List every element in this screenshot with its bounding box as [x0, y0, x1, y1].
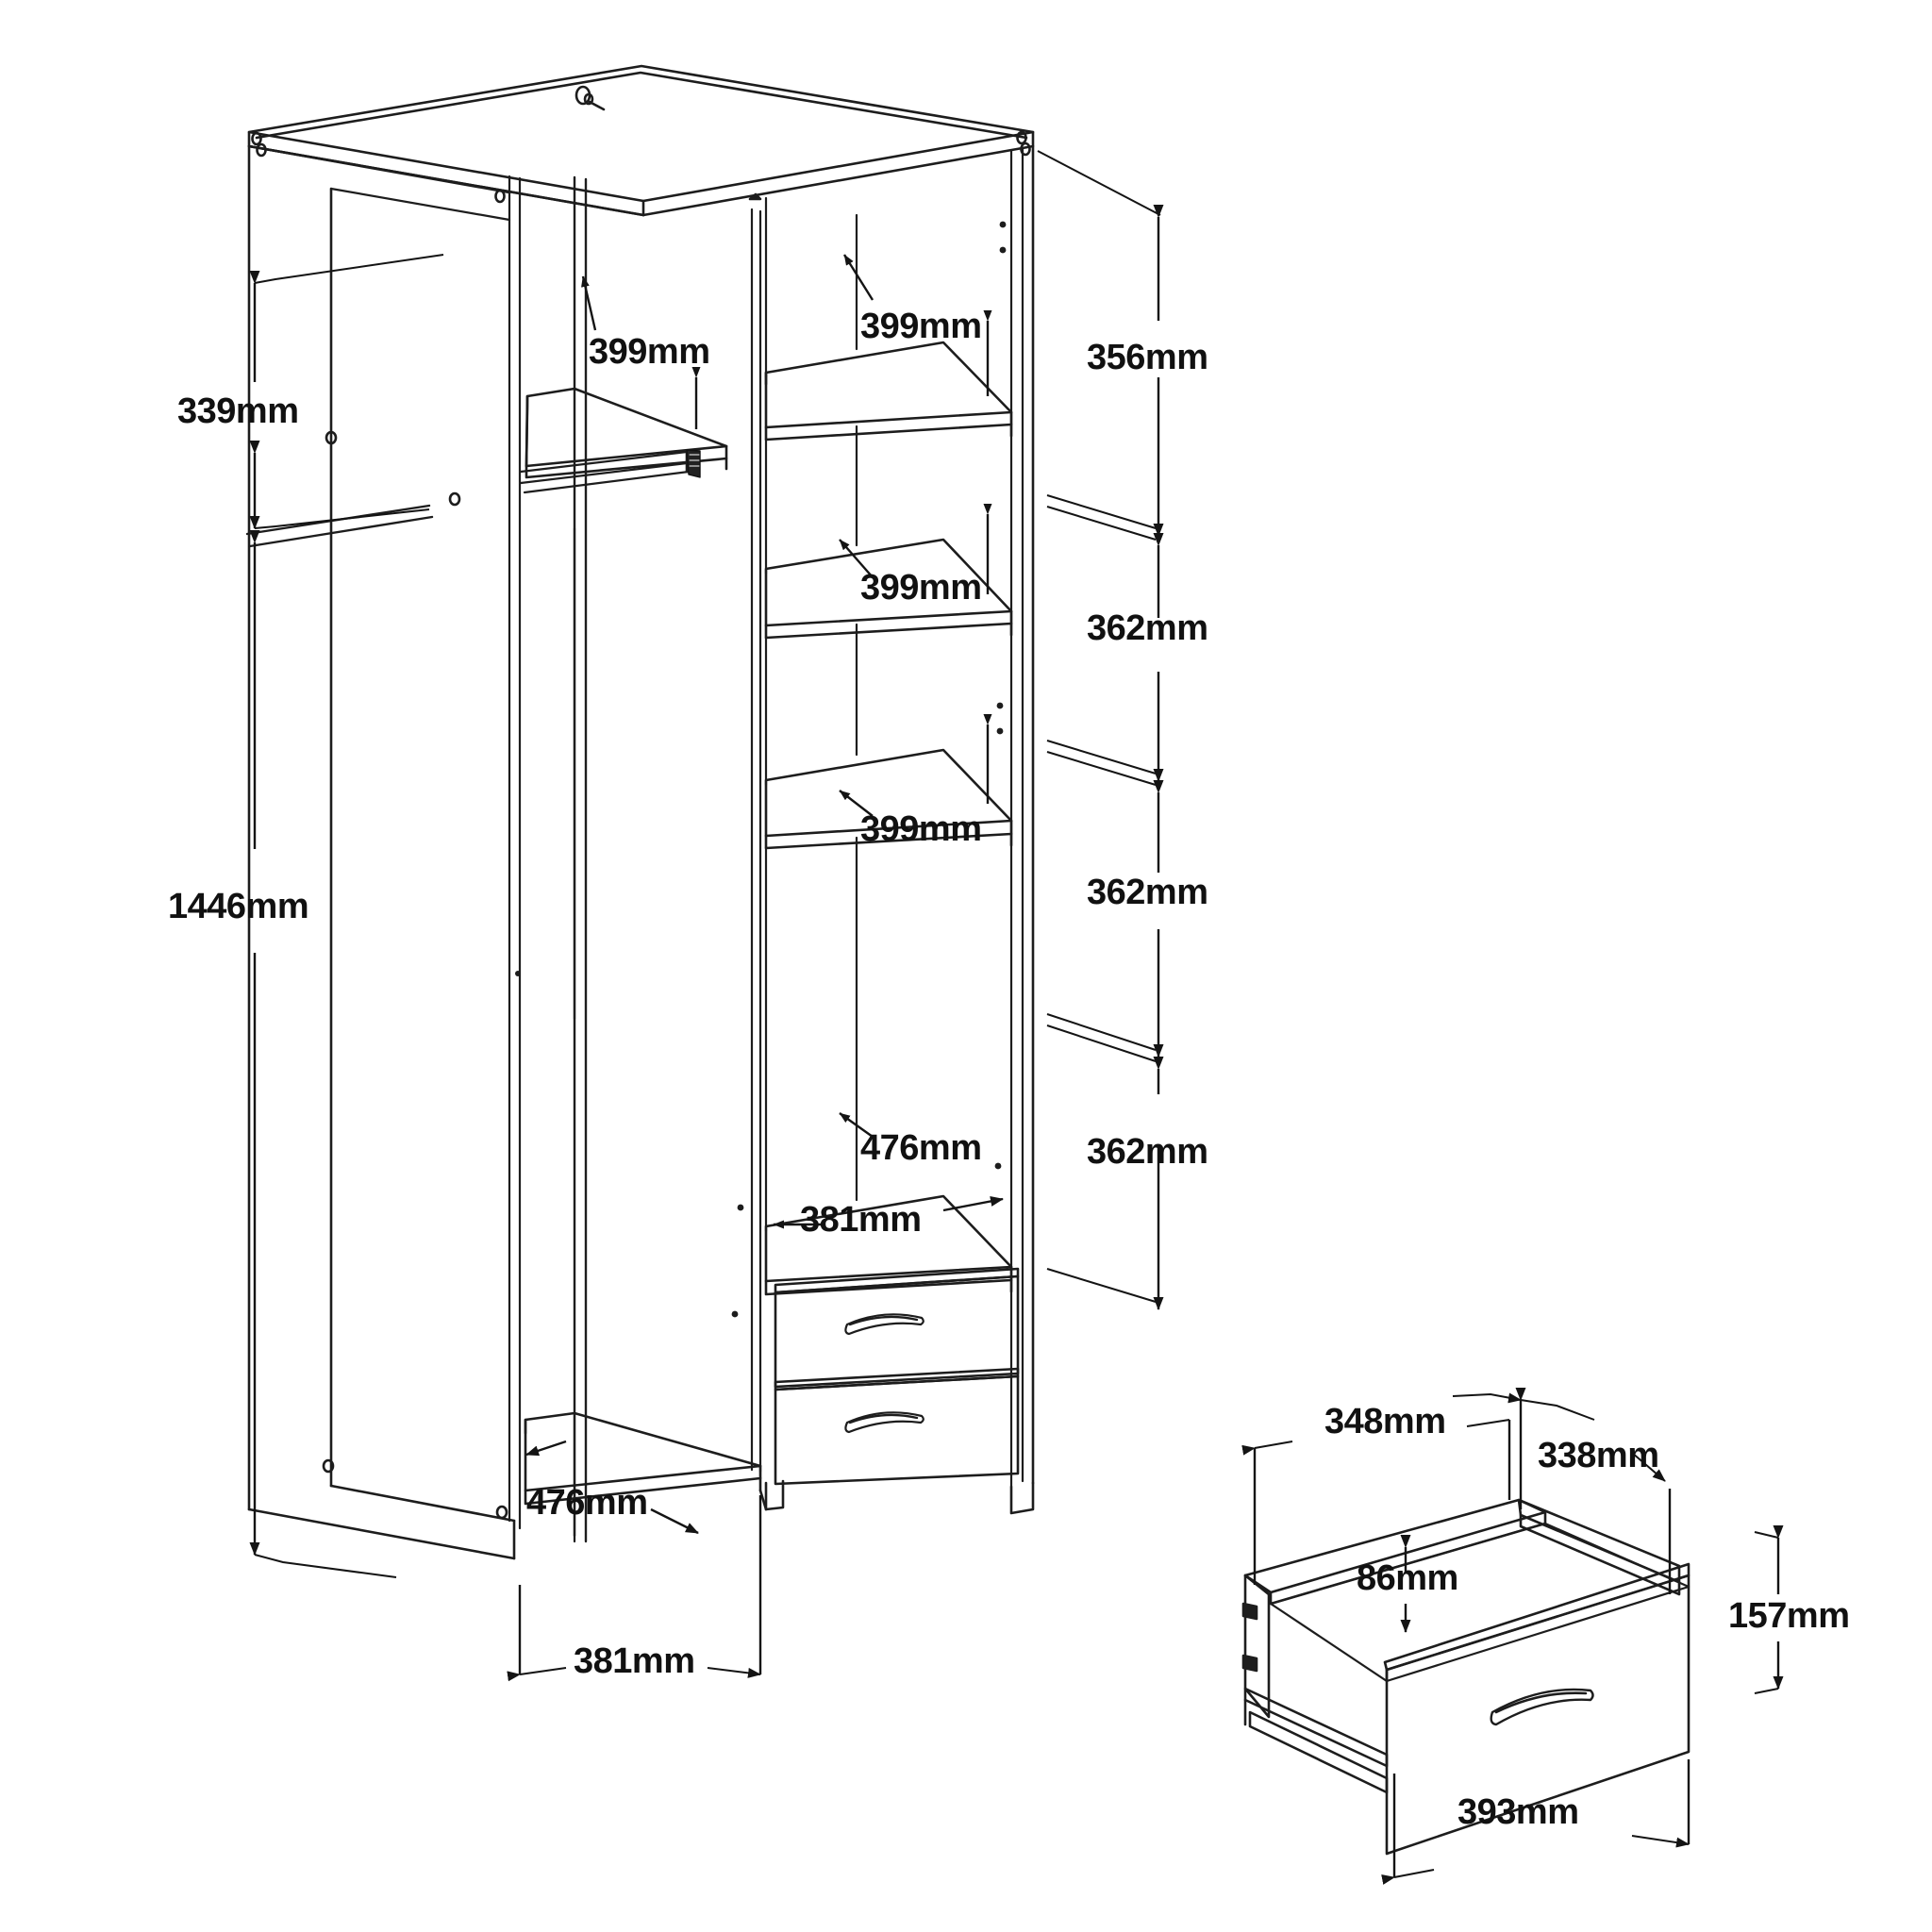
drawer-bottom [1269, 1522, 1690, 1683]
shelf-pin-hole [996, 727, 1004, 735]
plinth [758, 1479, 785, 1511]
dowel-hole [325, 430, 338, 445]
dim-label-362-1: 362mm [1087, 608, 1208, 648]
dimension-lines-drawer [1241, 1388, 1784, 1885]
dim-399-left [581, 275, 701, 429]
dim-label-339: 339mm [177, 391, 299, 431]
dim-label-86: 86mm [1357, 1558, 1458, 1598]
dowel-hole [322, 1458, 335, 1474]
dim-381-bottom [507, 1495, 762, 1682]
center-divider-panel [515, 175, 762, 1543]
drawer-detail-handle [1490, 1688, 1594, 1726]
dim-label-399-right-2: 399mm [860, 568, 982, 608]
dim-label-399-right-3: 399mm [860, 809, 982, 849]
dim-label-157: 157mm [1728, 1596, 1850, 1636]
dim-label-399-right-1: 399mm [860, 307, 982, 346]
dim-399-right-3 [839, 714, 992, 817]
drawer-back-left-post [1243, 1574, 1271, 1719]
right-shelf-3 [764, 748, 1013, 850]
right-shelf-1 [764, 341, 1013, 441]
wardrobe-geometry [245, 64, 1035, 1560]
top-panel [247, 64, 1035, 217]
dim-label-1446: 1446mm [168, 887, 309, 926]
drawer-front-top-edge [1383, 1562, 1690, 1672]
dowel-hole [495, 1505, 508, 1520]
drawer-detail-geometry [1241, 1498, 1690, 1856]
dim-476-right [839, 1112, 1004, 1212]
dim-label-476-right: 476mm [860, 1128, 982, 1168]
dim-label-393: 393mm [1457, 1792, 1579, 1832]
hanging-rail [519, 449, 701, 494]
shelf-pin-hole [999, 221, 1007, 228]
left-side-panel [247, 144, 522, 1560]
dim-label-381-bottom: 381mm [574, 1641, 695, 1681]
dimension-lines-wardrobe [249, 150, 1164, 1682]
right-side-panel [994, 144, 1035, 1515]
dim-label-348: 348mm [1324, 1402, 1446, 1441]
shelf-pin-hole [994, 1162, 1002, 1170]
dim-label-338: 338mm [1538, 1436, 1659, 1475]
dim-label-399-left: 399mm [589, 332, 710, 372]
dowel-hole [448, 491, 461, 507]
dim-339 [249, 254, 444, 529]
dowel-hole [1016, 130, 1027, 145]
dim-label-381-right: 381mm [800, 1200, 922, 1240]
dim-chain-right-extensions [1037, 150, 1161, 1303]
dim-label-476-left: 476mm [526, 1483, 648, 1523]
shelf-pin-hole [999, 246, 1007, 254]
bottom-panel [524, 1411, 762, 1506]
dim-label-362-3: 362mm [1087, 1132, 1208, 1172]
cabinet-drawer-lower [774, 1367, 1020, 1486]
dim-label-362-2: 362mm [1087, 873, 1208, 912]
right-shelf-2 [764, 538, 1013, 640]
dim-399-right-2 [839, 504, 992, 594]
dim-157 [1754, 1525, 1784, 1694]
dim-1446 [249, 530, 397, 1578]
dowel-hole [1020, 142, 1031, 157]
right-lower-shelf [764, 1194, 1013, 1296]
shelf-pin-hole [996, 702, 1004, 709]
dim-399-right-1 [842, 254, 992, 396]
dim-348 [1241, 1419, 1511, 1585]
dim-476-left [525, 1440, 699, 1535]
dim-338 [1452, 1388, 1672, 1594]
dim-393 [1381, 1759, 1690, 1885]
dowel-hole [251, 131, 262, 146]
dim-label-356: 356mm [1087, 338, 1208, 377]
